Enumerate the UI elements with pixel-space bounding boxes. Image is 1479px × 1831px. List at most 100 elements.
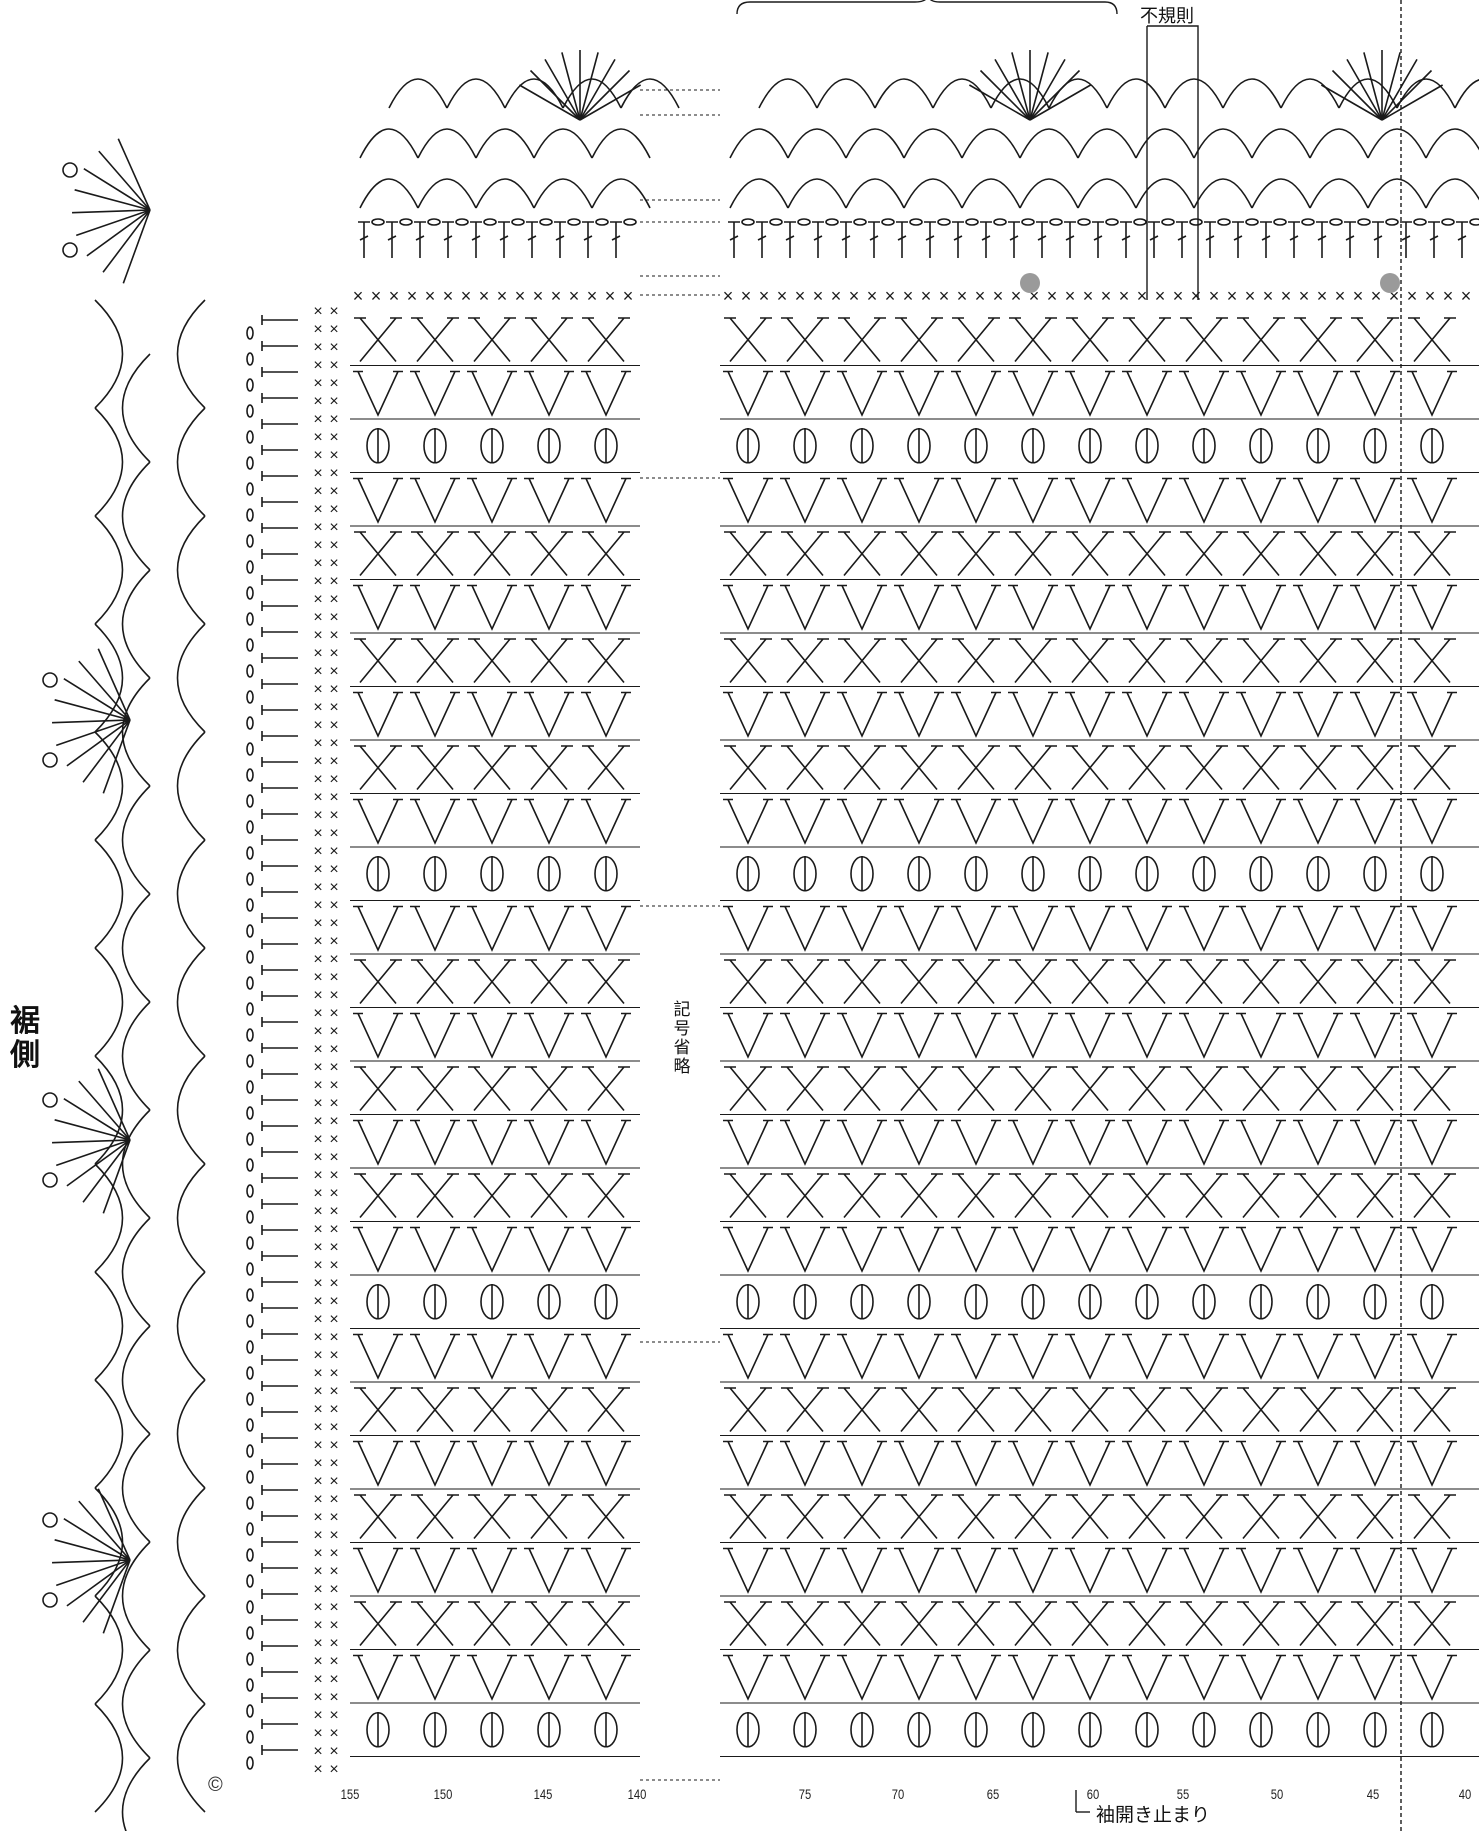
sc-mark: ×	[313, 591, 322, 608]
sc-mark: ×	[329, 735, 338, 752]
v-stitch	[353, 1014, 403, 1058]
stitch-number: 40	[1459, 1786, 1471, 1802]
v-stitch	[524, 693, 574, 737]
v-stitch	[353, 372, 403, 416]
chain-stitch	[910, 219, 922, 225]
dc-stitch	[262, 835, 298, 845]
crossed-stitch	[724, 639, 772, 683]
chain-stitch	[247, 899, 253, 911]
v-stitch	[951, 479, 1001, 523]
sc-mark: ×	[313, 807, 322, 824]
dc-stitch	[262, 1563, 298, 1573]
v-stitch	[1407, 1442, 1457, 1486]
v-stitch	[894, 586, 944, 630]
crossed-stitch	[1294, 960, 1342, 1004]
dc-stitch	[262, 1745, 298, 1755]
shell-stitch	[103, 720, 130, 793]
crossed-stitch	[838, 318, 886, 362]
chain-stitch	[826, 219, 838, 225]
dc-stitch	[1148, 222, 1160, 258]
chain-stitch	[1470, 219, 1479, 225]
crossed-stitch	[1009, 1388, 1057, 1432]
chain-stitch	[247, 769, 253, 781]
chain-arch	[788, 179, 846, 208]
chain-arch	[476, 129, 534, 158]
crossed-stitch	[952, 746, 1000, 790]
v-stitch	[1065, 1549, 1115, 1593]
chain-arch	[178, 1164, 206, 1272]
chain-arch	[123, 354, 151, 462]
sc-mark: ×	[313, 1347, 322, 1364]
chain-arch	[178, 624, 206, 732]
v-stitch	[581, 586, 631, 630]
sc-mark: ×	[329, 321, 338, 338]
v-stitch	[1179, 1442, 1229, 1486]
v-stitch	[1293, 1656, 1343, 1700]
v-stitch	[1236, 907, 1286, 951]
v-stitch	[780, 1228, 830, 1272]
sc-mark: ×	[313, 1671, 322, 1688]
sc-mark: ×	[313, 465, 322, 482]
crossed-stitch	[952, 1067, 1000, 1111]
dc-stitch	[1120, 222, 1132, 258]
sc-mark: ×	[1065, 286, 1076, 306]
sc-mark: ×	[313, 789, 322, 806]
chain-arch	[95, 1488, 123, 1596]
chain-stitch	[247, 613, 253, 625]
v-stitch	[894, 372, 944, 416]
v-stitch	[1008, 1656, 1058, 1700]
chain-stitch	[247, 1679, 253, 1691]
crossed-stitch	[1294, 746, 1342, 790]
sc-mark: ×	[329, 501, 338, 518]
v-stitch	[780, 1549, 830, 1593]
stitch-number: 55	[1177, 1786, 1189, 1802]
v-stitch	[951, 1442, 1001, 1486]
v-stitch	[1008, 372, 1058, 416]
sc-mark: ×	[313, 447, 322, 464]
dc-stitch	[1008, 222, 1020, 258]
crossed-stitch	[1180, 1174, 1228, 1218]
v-stitch	[410, 479, 460, 523]
sc-mark: ×	[313, 1311, 322, 1328]
v-stitch	[951, 907, 1001, 951]
v-stitch	[1065, 907, 1115, 951]
crossed-stitch	[952, 1602, 1000, 1646]
crossed-stitch	[724, 1067, 772, 1111]
v-stitch	[894, 1121, 944, 1165]
sc-mark: ×	[313, 933, 322, 950]
sc-mark: ×	[329, 1275, 338, 1292]
v-stitch	[467, 1442, 517, 1486]
crossed-stitch	[781, 639, 829, 683]
sc-mark: ×	[329, 717, 338, 734]
shell-stitch	[83, 720, 130, 782]
dc-stitch	[262, 1225, 298, 1235]
sc-mark: ×	[329, 555, 338, 572]
chain-arch	[1455, 79, 1479, 108]
chain-stitch	[1106, 219, 1118, 225]
crossed-stitch	[952, 532, 1000, 576]
dc-stitch	[262, 1095, 298, 1105]
sc-mark: ×	[329, 933, 338, 950]
chain-stitch	[1414, 219, 1426, 225]
chain-stitch	[247, 821, 253, 833]
v-stitch	[780, 479, 830, 523]
sc-mark: ×	[313, 1401, 322, 1418]
chain-arch	[360, 129, 418, 158]
sc-mark: ×	[313, 627, 322, 644]
crossed-stitch	[1123, 1388, 1171, 1432]
shell-stitch	[79, 1501, 130, 1560]
sc-mark: ×	[1443, 286, 1454, 306]
sc-mark: ×	[313, 1041, 322, 1058]
chain-arch	[1252, 129, 1310, 158]
crossed-stitch	[1066, 318, 1114, 362]
chain-arch	[123, 462, 151, 570]
chain-stitch	[247, 379, 253, 391]
v-stitch	[1008, 1549, 1058, 1593]
dc-stitch	[262, 627, 298, 637]
sc-mark: ×	[1461, 286, 1472, 306]
chain-stitch	[400, 219, 412, 225]
crossed-stitch	[1237, 1174, 1285, 1218]
chain-stitch	[247, 743, 253, 755]
sc-mark: ×	[329, 1419, 338, 1436]
